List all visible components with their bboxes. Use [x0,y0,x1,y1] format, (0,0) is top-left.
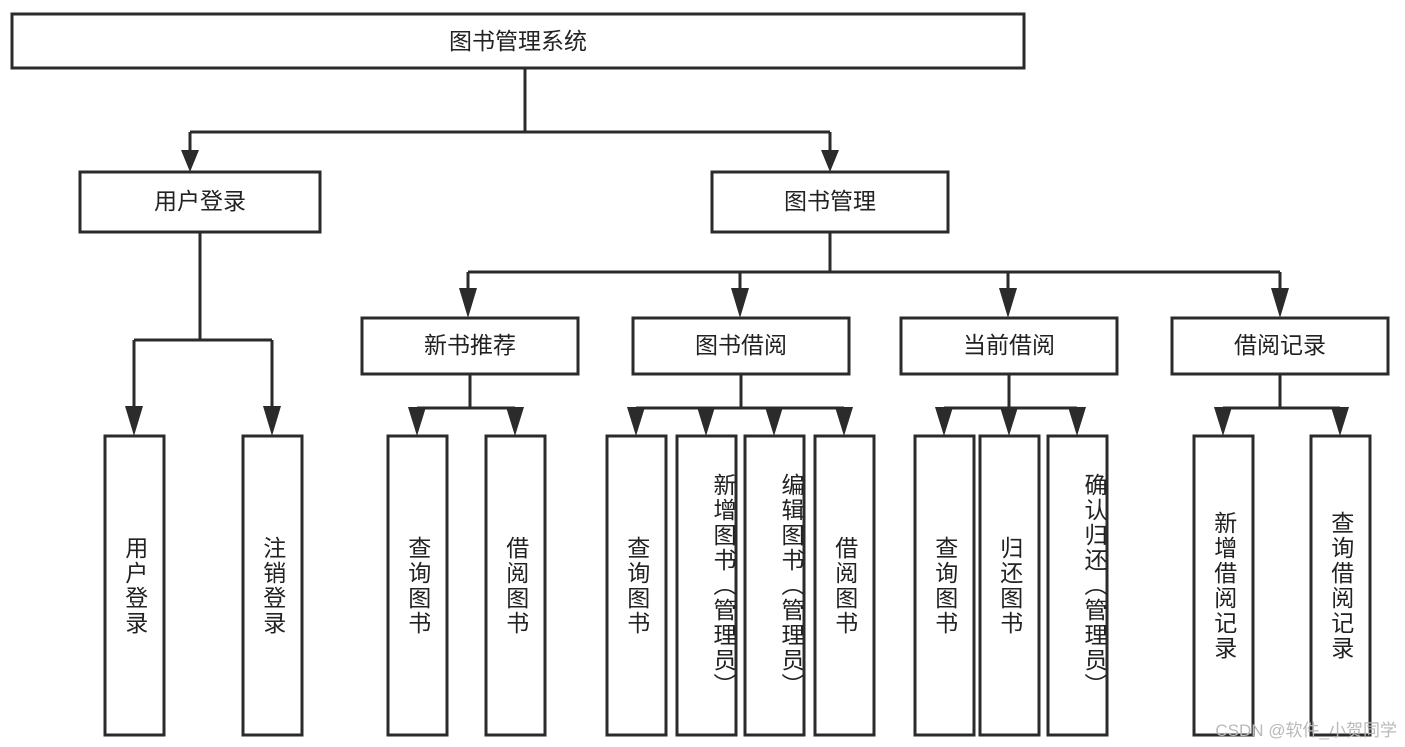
arrow-head-borrowrecord-leaf-2 [1331,407,1349,436]
arrow-head-to-new-book-recommend [459,288,477,318]
node-book-borrow[interactable] [631,316,851,376]
arrow-head-to-book-management [821,150,839,172]
leaf-box-book-borrow-3[interactable] [743,434,806,737]
node-new-book-recommend-label: 新书推荐 [424,332,516,358]
arrow-head-userlogin-leaf-1 [125,406,143,436]
arrow-head-to-book-borrow [731,288,749,318]
arrow-head-bookborrow-leaf-3 [765,407,783,436]
leaf-box-borrow-record-2[interactable] [1309,434,1372,737]
arrow-head-newbook-leaf-1 [408,407,426,436]
watermark-csdn: CSDN @软件_小贺同学 [1215,721,1397,740]
leaf-box-user-login-1[interactable] [103,434,166,737]
leaf-box-new-book-recommend-1[interactable] [386,434,449,737]
arrow-head-to-borrow-record [1271,288,1289,318]
arrow-head-bookborrow-leaf-2 [697,407,715,436]
arrow-head-borrowrecord-leaf-1 [1214,407,1232,436]
node-root-book-management-system[interactable] [10,12,1026,70]
arrow-head-currentborrow-leaf-1 [935,407,953,436]
node-borrow-record-label: 借阅记录 [1234,332,1326,358]
arrow-head-newbook-leaf-2 [506,407,524,436]
node-user-login-label: 用户登录 [154,188,246,214]
leaf-box-book-borrow-1[interactable] [605,434,668,737]
leaf-box-user-login-2[interactable] [241,434,304,737]
node-book-management-label: 图书管理 [784,188,876,214]
node-new-book-recommend[interactable] [360,316,580,376]
node-current-borrow[interactable] [899,316,1119,376]
arrow-head-bookborrow-leaf-1 [627,407,645,436]
node-book-borrow-label: 图书借阅 [695,332,787,358]
arrow-head-currentborrow-leaf-3 [1068,407,1086,436]
node-current-borrow-label: 当前借阅 [963,332,1055,358]
arrow-head-userlogin-leaf-2 [263,406,281,436]
node-root-label: 图书管理系统 [449,28,587,54]
leaf-box-current-borrow-2[interactable] [978,434,1041,737]
arrow-head-to-current-borrow [999,288,1017,318]
leaf-box-borrow-record-1[interactable] [1192,434,1255,737]
leaf-box-current-borrow-1[interactable] [913,434,976,737]
leaf-box-book-borrow-4[interactable] [813,434,876,737]
node-book-management[interactable] [710,170,950,234]
arrow-head-to-user-login [181,150,199,172]
leaf-box-new-book-recommend-2[interactable] [484,434,547,737]
leaf-box-book-borrow-2[interactable] [675,434,738,737]
node-borrow-record[interactable] [1170,316,1390,376]
arrow-head-bookborrow-leaf-4 [835,407,853,436]
arrow-head-currentborrow-leaf-2 [1000,407,1018,436]
leaf-box-current-borrow-3[interactable] [1046,434,1109,737]
